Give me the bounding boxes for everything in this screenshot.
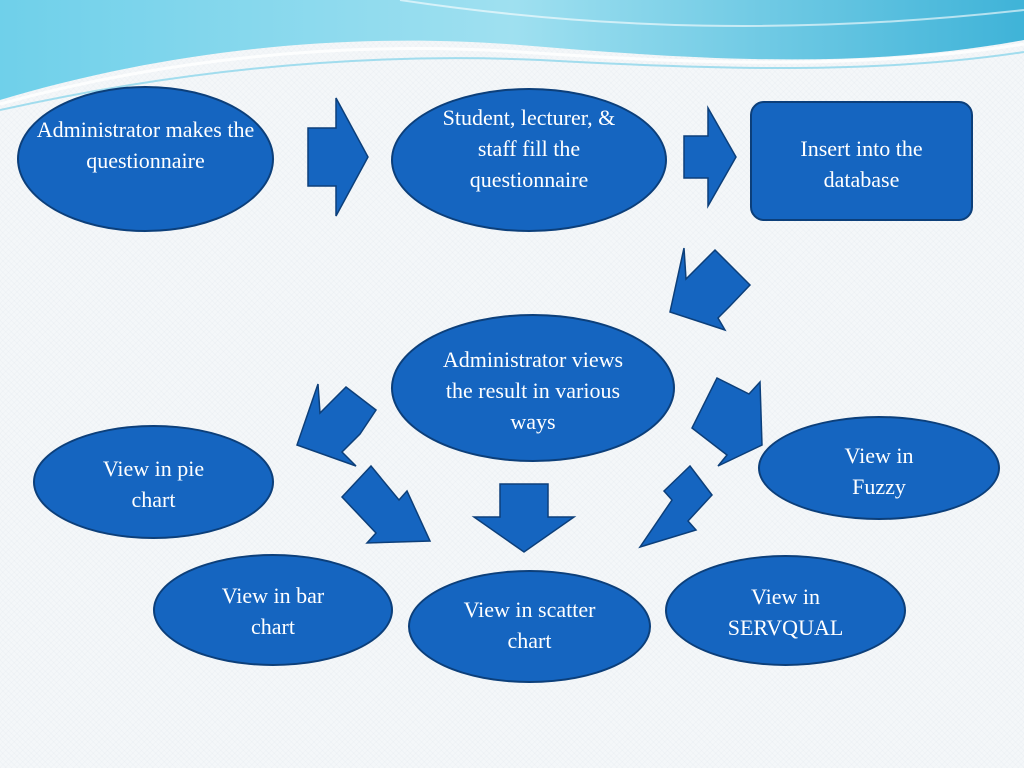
node-label: View in scatter chart <box>463 597 596 653</box>
node-view-bar-chart: View in bar chart <box>153 554 393 666</box>
node-label: View in SERVQUAL <box>727 584 844 640</box>
node-admin-views-result: Administrator views the result in variou… <box>391 314 675 462</box>
node-label: Insert into the database <box>800 136 923 192</box>
arrow-down-left-1 <box>669 247 752 332</box>
arrow-right-1 <box>307 97 369 217</box>
arrow-down-scatter <box>471 483 577 553</box>
arrow-down-left-servqual <box>638 464 713 549</box>
node-label: View in Fuzzy <box>844 443 914 499</box>
node-label: Administrator views the result in variou… <box>442 347 624 434</box>
node-admin-makes-questionnaire: Administrator makes the questionnaire <box>17 86 274 232</box>
arrow-down-right-bar <box>340 464 432 544</box>
arrow-up-right-fuzzy <box>691 376 763 467</box>
arrow-right-2 <box>683 105 737 209</box>
arrow-up-left-pie <box>296 383 378 467</box>
node-view-fuzzy: View in Fuzzy <box>758 416 1000 520</box>
node-view-scatter-chart: View in scatter chart <box>408 570 651 683</box>
node-fill-questionnaire: Student, lecturer, & staff fill the ques… <box>391 88 667 232</box>
node-insert-database: Insert into the database <box>750 101 973 221</box>
node-label: View in pie chart <box>102 456 205 512</box>
node-view-pie-chart: View in pie chart <box>33 425 274 539</box>
node-label: Administrator makes the questionnaire <box>36 117 255 173</box>
node-label: View in bar chart <box>221 583 325 639</box>
node-view-servqual: View in SERVQUAL <box>665 555 906 666</box>
header-wave <box>0 0 1024 111</box>
node-label: Student, lecturer, & staff fill the ques… <box>442 105 616 192</box>
